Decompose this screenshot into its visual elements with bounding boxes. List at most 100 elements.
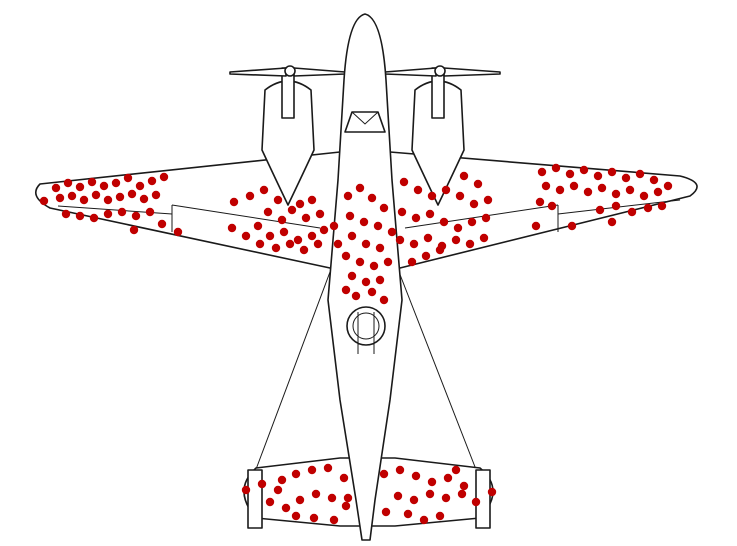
bullet-hole-marker bbox=[159, 172, 169, 182]
bullet-hole-marker bbox=[657, 201, 667, 211]
engine-nacelle-left bbox=[261, 67, 315, 206]
bullet-hole-marker bbox=[407, 257, 417, 267]
bullet-hole-marker bbox=[419, 515, 429, 525]
bullet-hole-marker bbox=[425, 209, 435, 219]
bullet-hole-marker bbox=[293, 235, 303, 245]
bullet-hole-marker bbox=[291, 511, 301, 521]
bullet-hole-marker bbox=[263, 207, 273, 217]
bullet-hole-marker bbox=[309, 513, 319, 523]
bullet-hole-marker bbox=[451, 235, 461, 245]
bullet-hole-marker bbox=[259, 185, 269, 195]
bullet-hole-marker bbox=[115, 192, 125, 202]
bullet-hole-marker bbox=[323, 463, 333, 473]
bullet-hole-marker bbox=[55, 193, 65, 203]
bullet-hole-marker bbox=[375, 243, 385, 253]
bullet-hole-marker bbox=[307, 195, 317, 205]
bullet-hole-marker bbox=[639, 191, 649, 201]
bullet-hole-marker bbox=[393, 491, 403, 501]
bullet-hole-marker bbox=[535, 197, 545, 207]
bullet-hole-marker bbox=[435, 511, 445, 521]
bullet-hole-marker bbox=[139, 194, 149, 204]
bullet-hole-marker bbox=[339, 473, 349, 483]
bullet-hole-marker bbox=[537, 167, 547, 177]
bullet-hole-marker bbox=[427, 477, 437, 487]
bullet-hole-marker bbox=[291, 469, 301, 479]
bullet-hole-marker bbox=[439, 217, 449, 227]
bullet-hole-marker bbox=[425, 489, 435, 499]
bullet-hole-marker bbox=[375, 275, 385, 285]
bullet-hole-marker bbox=[229, 197, 239, 207]
propeller-right bbox=[384, 65, 501, 77]
bullet-hole-marker bbox=[567, 221, 577, 231]
bullet-hole-marker bbox=[381, 507, 391, 517]
bullet-hole-marker bbox=[459, 171, 469, 181]
bullet-hole-marker bbox=[63, 178, 73, 188]
bullet-hole-marker bbox=[621, 173, 631, 183]
bullet-hole-marker bbox=[173, 227, 183, 237]
bullet-hole-marker bbox=[341, 285, 351, 295]
bullet-hole-marker bbox=[411, 471, 421, 481]
bullet-hole-marker bbox=[319, 225, 329, 235]
bullet-hole-marker bbox=[473, 179, 483, 189]
bullet-hole-marker bbox=[593, 171, 603, 181]
gun-turret bbox=[346, 306, 386, 354]
bullet-hole-marker bbox=[455, 191, 465, 201]
bullet-hole-marker bbox=[135, 181, 145, 191]
bullet-hole-marker bbox=[551, 163, 561, 173]
bullet-hole-marker bbox=[147, 176, 157, 186]
bullet-hole-marker bbox=[583, 187, 593, 197]
bullet-hole-marker bbox=[299, 245, 309, 255]
bullet-hole-marker bbox=[369, 261, 379, 271]
bullet-hole-marker bbox=[123, 173, 133, 183]
bullet-hole-marker bbox=[555, 185, 565, 195]
bullet-hole-marker bbox=[277, 215, 287, 225]
bullet-hole-marker bbox=[307, 465, 317, 475]
bullet-hole-marker bbox=[127, 189, 137, 199]
bullet-hole-marker bbox=[265, 497, 275, 507]
bullet-hole-marker bbox=[131, 211, 141, 221]
bullet-hole-marker bbox=[61, 209, 71, 219]
bullet-hole-marker bbox=[351, 291, 361, 301]
bullet-hole-marker bbox=[79, 195, 89, 205]
bullet-hole-marker bbox=[565, 169, 575, 179]
bullet-hole-marker bbox=[255, 239, 265, 249]
bullet-hole-marker bbox=[383, 257, 393, 267]
bullet-hole-marker bbox=[355, 183, 365, 193]
bullet-hole-marker bbox=[111, 178, 121, 188]
bullet-hole-marker bbox=[359, 217, 369, 227]
bullet-hole-marker bbox=[635, 169, 645, 179]
bullet-hole-marker bbox=[75, 182, 85, 192]
bullet-hole-marker bbox=[329, 221, 339, 231]
bullet-hole-marker bbox=[67, 191, 77, 201]
bullet-hole-marker bbox=[257, 479, 267, 489]
bullet-hole-marker bbox=[643, 203, 653, 213]
bullet-hole-marker bbox=[541, 181, 551, 191]
bullet-hole-marker bbox=[367, 287, 377, 297]
bullet-hole-marker bbox=[129, 225, 139, 235]
bullet-hole-marker bbox=[379, 203, 389, 213]
bullet-hole-marker bbox=[327, 493, 337, 503]
bullet-hole-marker bbox=[397, 207, 407, 217]
bullet-hole-marker bbox=[547, 201, 557, 211]
bullet-hole-marker bbox=[295, 199, 305, 209]
bullet-hole-marker bbox=[75, 211, 85, 221]
bullet-hole-marker bbox=[607, 167, 617, 177]
bullet-hole-marker bbox=[653, 187, 663, 197]
bullet-hole-marker bbox=[597, 183, 607, 193]
bullet-hole-marker bbox=[487, 487, 497, 497]
bullet-hole-marker bbox=[627, 207, 637, 217]
bullet-hole-marker bbox=[395, 235, 405, 245]
bullet-hole-marker bbox=[649, 175, 659, 185]
bullet-hole-marker bbox=[403, 509, 413, 519]
bullet-hole-marker bbox=[435, 245, 445, 255]
bullet-hole-marker bbox=[409, 239, 419, 249]
bullet-hole-marker bbox=[569, 181, 579, 191]
bullet-hole-marker bbox=[395, 465, 405, 475]
bullet-hole-marker bbox=[457, 489, 467, 499]
bullet-hole-marker bbox=[315, 209, 325, 219]
bullet-hole-marker bbox=[347, 231, 357, 241]
bullet-hole-marker bbox=[277, 475, 287, 485]
bullet-hole-marker bbox=[453, 223, 463, 233]
bullet-hole-marker bbox=[361, 277, 371, 287]
bullet-hole-marker bbox=[307, 231, 317, 241]
